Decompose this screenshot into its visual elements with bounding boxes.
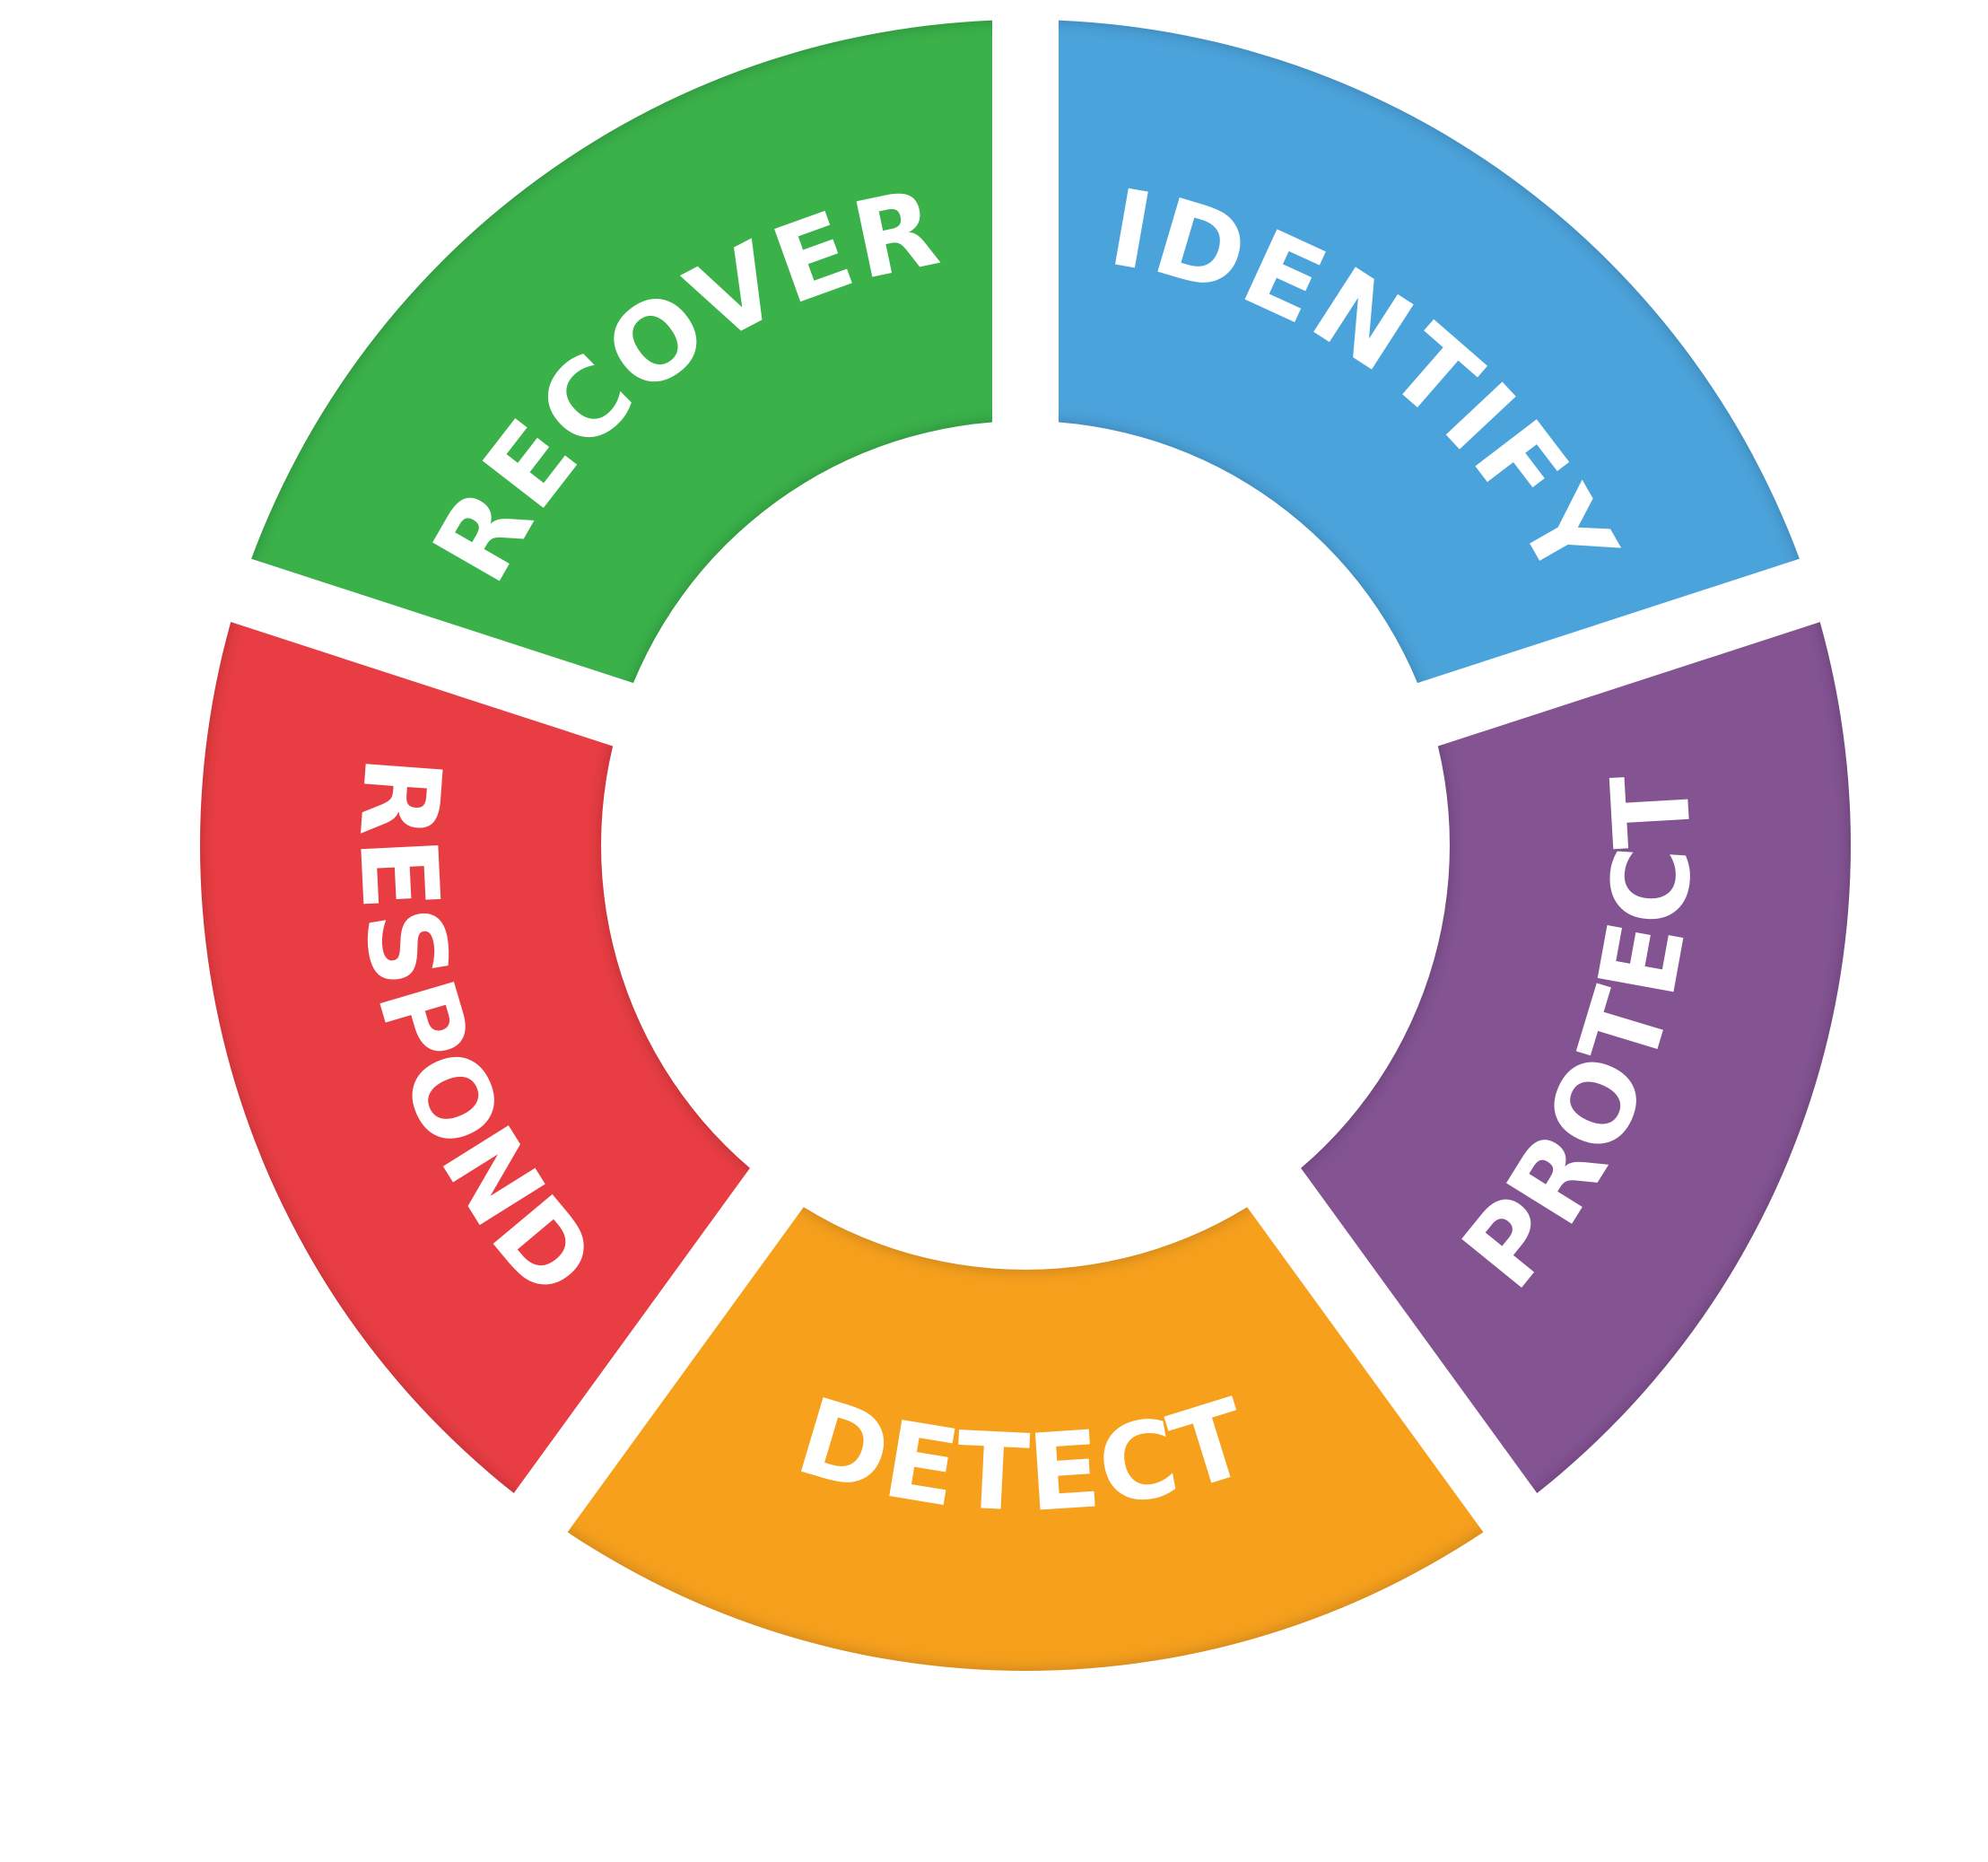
segment-recover	[240, 20, 1025, 714]
segment-protect	[1275, 590, 1851, 1514]
segment-detect	[540, 1188, 1511, 1671]
segment-identify	[1025, 20, 1810, 714]
segment-respond	[199, 590, 776, 1514]
